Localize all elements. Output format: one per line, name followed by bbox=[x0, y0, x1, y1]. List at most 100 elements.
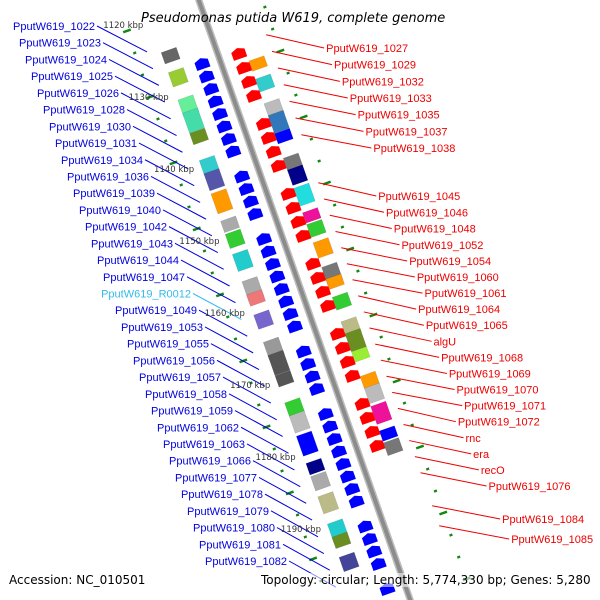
leader-line bbox=[282, 543, 331, 571]
forward-cog-box bbox=[338, 551, 360, 573]
tick-mark bbox=[179, 183, 184, 187]
leader-line bbox=[270, 510, 319, 538]
tick-mark bbox=[369, 312, 378, 318]
forward-gene-arrow bbox=[242, 195, 259, 209]
leader-line bbox=[318, 182, 377, 197]
forward-gene-label: PputW619_1034 bbox=[61, 155, 143, 167]
reverse-gene-arrow bbox=[246, 90, 263, 103]
leader-line bbox=[144, 159, 195, 187]
map-title: Pseudomonas putida W619, complete genome bbox=[141, 11, 445, 26]
reverse-gene-label: PputW619_1085 bbox=[511, 534, 593, 546]
leader-line bbox=[204, 326, 254, 354]
leader-line bbox=[150, 176, 201, 203]
reverse-gene-arrow bbox=[315, 286, 332, 299]
leader-line bbox=[156, 192, 207, 220]
reverse-gene-label: PputW619_1070 bbox=[457, 385, 539, 397]
tick-mark bbox=[285, 490, 294, 496]
reverse-gene-label: PputW619_1037 bbox=[366, 126, 448, 138]
forward-gene-label: PputW619_1053 bbox=[121, 322, 203, 334]
forward-gene-label: PputW619_1024 bbox=[25, 54, 107, 66]
reverse-gene-arrow bbox=[270, 160, 287, 173]
forward-cog-box bbox=[296, 430, 319, 457]
reverse-gene-arrow bbox=[280, 188, 297, 201]
leader-line bbox=[301, 134, 372, 149]
reverse-cog-box bbox=[344, 328, 367, 353]
reverse-gene-arrow bbox=[290, 216, 307, 229]
scale-tick-label: 1180 kbp bbox=[256, 453, 296, 463]
reverse-gene-arrow bbox=[285, 202, 302, 215]
scale-tick-label: 1130 kbp bbox=[129, 93, 169, 103]
reverse-cog-box bbox=[248, 55, 268, 72]
leader-line bbox=[439, 525, 510, 540]
tick-mark bbox=[317, 159, 321, 163]
forward-gene-arrow bbox=[366, 545, 383, 559]
scale-tick-label: 1170 kbp bbox=[230, 381, 270, 391]
forward-gene-arrow bbox=[287, 320, 304, 334]
tick-mark bbox=[156, 117, 160, 121]
forward-gene-label: PputW619_1055 bbox=[127, 339, 209, 351]
tick-mark bbox=[433, 489, 438, 493]
reverse-cog-box bbox=[306, 219, 327, 238]
tick-mark bbox=[387, 357, 391, 361]
forward-gene-arrow bbox=[326, 433, 343, 446]
tick-mark bbox=[256, 403, 261, 407]
forward-gene-label: PputW619_1036 bbox=[67, 171, 149, 183]
genome-summary-text: Topology: circular; Length: 5,774,330 bp… bbox=[261, 573, 591, 587]
forward-gene-arrow bbox=[273, 283, 290, 296]
forward-gene-label: PputW619_1077 bbox=[175, 472, 257, 484]
tick-mark bbox=[192, 226, 201, 232]
tick-mark bbox=[303, 535, 308, 539]
leader-line bbox=[168, 226, 219, 254]
reverse-cog-box bbox=[351, 346, 371, 363]
forward-gene-arrow bbox=[339, 470, 356, 484]
reverse-cog-box bbox=[378, 425, 399, 442]
forward-gene-arrow bbox=[304, 370, 321, 384]
forward-gene-arrow bbox=[282, 308, 299, 321]
forward-gene-arrow bbox=[198, 70, 215, 84]
cog-feature-track bbox=[160, 46, 404, 573]
tick-mark bbox=[270, 27, 275, 31]
leader-line bbox=[295, 117, 364, 132]
reverse-gene-label: algU bbox=[434, 336, 457, 348]
tick-mark bbox=[286, 71, 290, 75]
forward-gene-arrow bbox=[331, 445, 348, 459]
tick-mark bbox=[202, 249, 207, 253]
tick-mark bbox=[122, 28, 132, 34]
leader-line bbox=[276, 527, 325, 554]
tick-mark bbox=[249, 381, 253, 385]
forward-cog-box bbox=[274, 370, 295, 388]
forward-gene-arrow bbox=[225, 145, 242, 159]
tick-mark bbox=[280, 469, 284, 473]
leader-line bbox=[108, 58, 160, 86]
leader-line bbox=[246, 443, 295, 471]
forward-gene-arrow bbox=[194, 58, 211, 71]
forward-cog-box bbox=[224, 228, 246, 249]
forward-gene-label: PputW619_1025 bbox=[31, 71, 113, 83]
forward-gene-arrow bbox=[278, 295, 295, 309]
forward-gene-arrow bbox=[207, 95, 224, 109]
tick-mark bbox=[132, 51, 137, 55]
reverse-gene-label: PputW619_1052 bbox=[401, 240, 483, 252]
tick-mark bbox=[299, 114, 308, 120]
forward-gene-arrow bbox=[216, 120, 233, 134]
scale-tick-label: 1160 kbp bbox=[205, 309, 245, 319]
leader-line bbox=[120, 92, 171, 120]
leader-line bbox=[392, 391, 463, 407]
leader-line bbox=[432, 505, 501, 520]
reverse-gene-label: PputW619_1084 bbox=[502, 514, 584, 526]
reverse-gene-label: PputW619_1072 bbox=[458, 417, 540, 429]
reverse-cog-box bbox=[312, 237, 334, 259]
gene-track bbox=[194, 48, 396, 596]
forward-gene-label: PputW619_1039 bbox=[73, 188, 155, 200]
leader-line bbox=[216, 359, 266, 387]
reverse-cog-box bbox=[254, 73, 276, 93]
forward-cog-box bbox=[317, 491, 340, 515]
reverse-gene-label: PputW619_1046 bbox=[386, 207, 468, 219]
forward-gene-label: PputW619_1047 bbox=[103, 272, 185, 284]
leader-line bbox=[234, 410, 283, 437]
reverse-cog-box bbox=[302, 207, 322, 224]
leader-line bbox=[277, 67, 340, 82]
reverse-cog-box bbox=[325, 273, 345, 290]
reverse-gene-arrow bbox=[231, 48, 248, 61]
leader-line bbox=[329, 214, 392, 229]
